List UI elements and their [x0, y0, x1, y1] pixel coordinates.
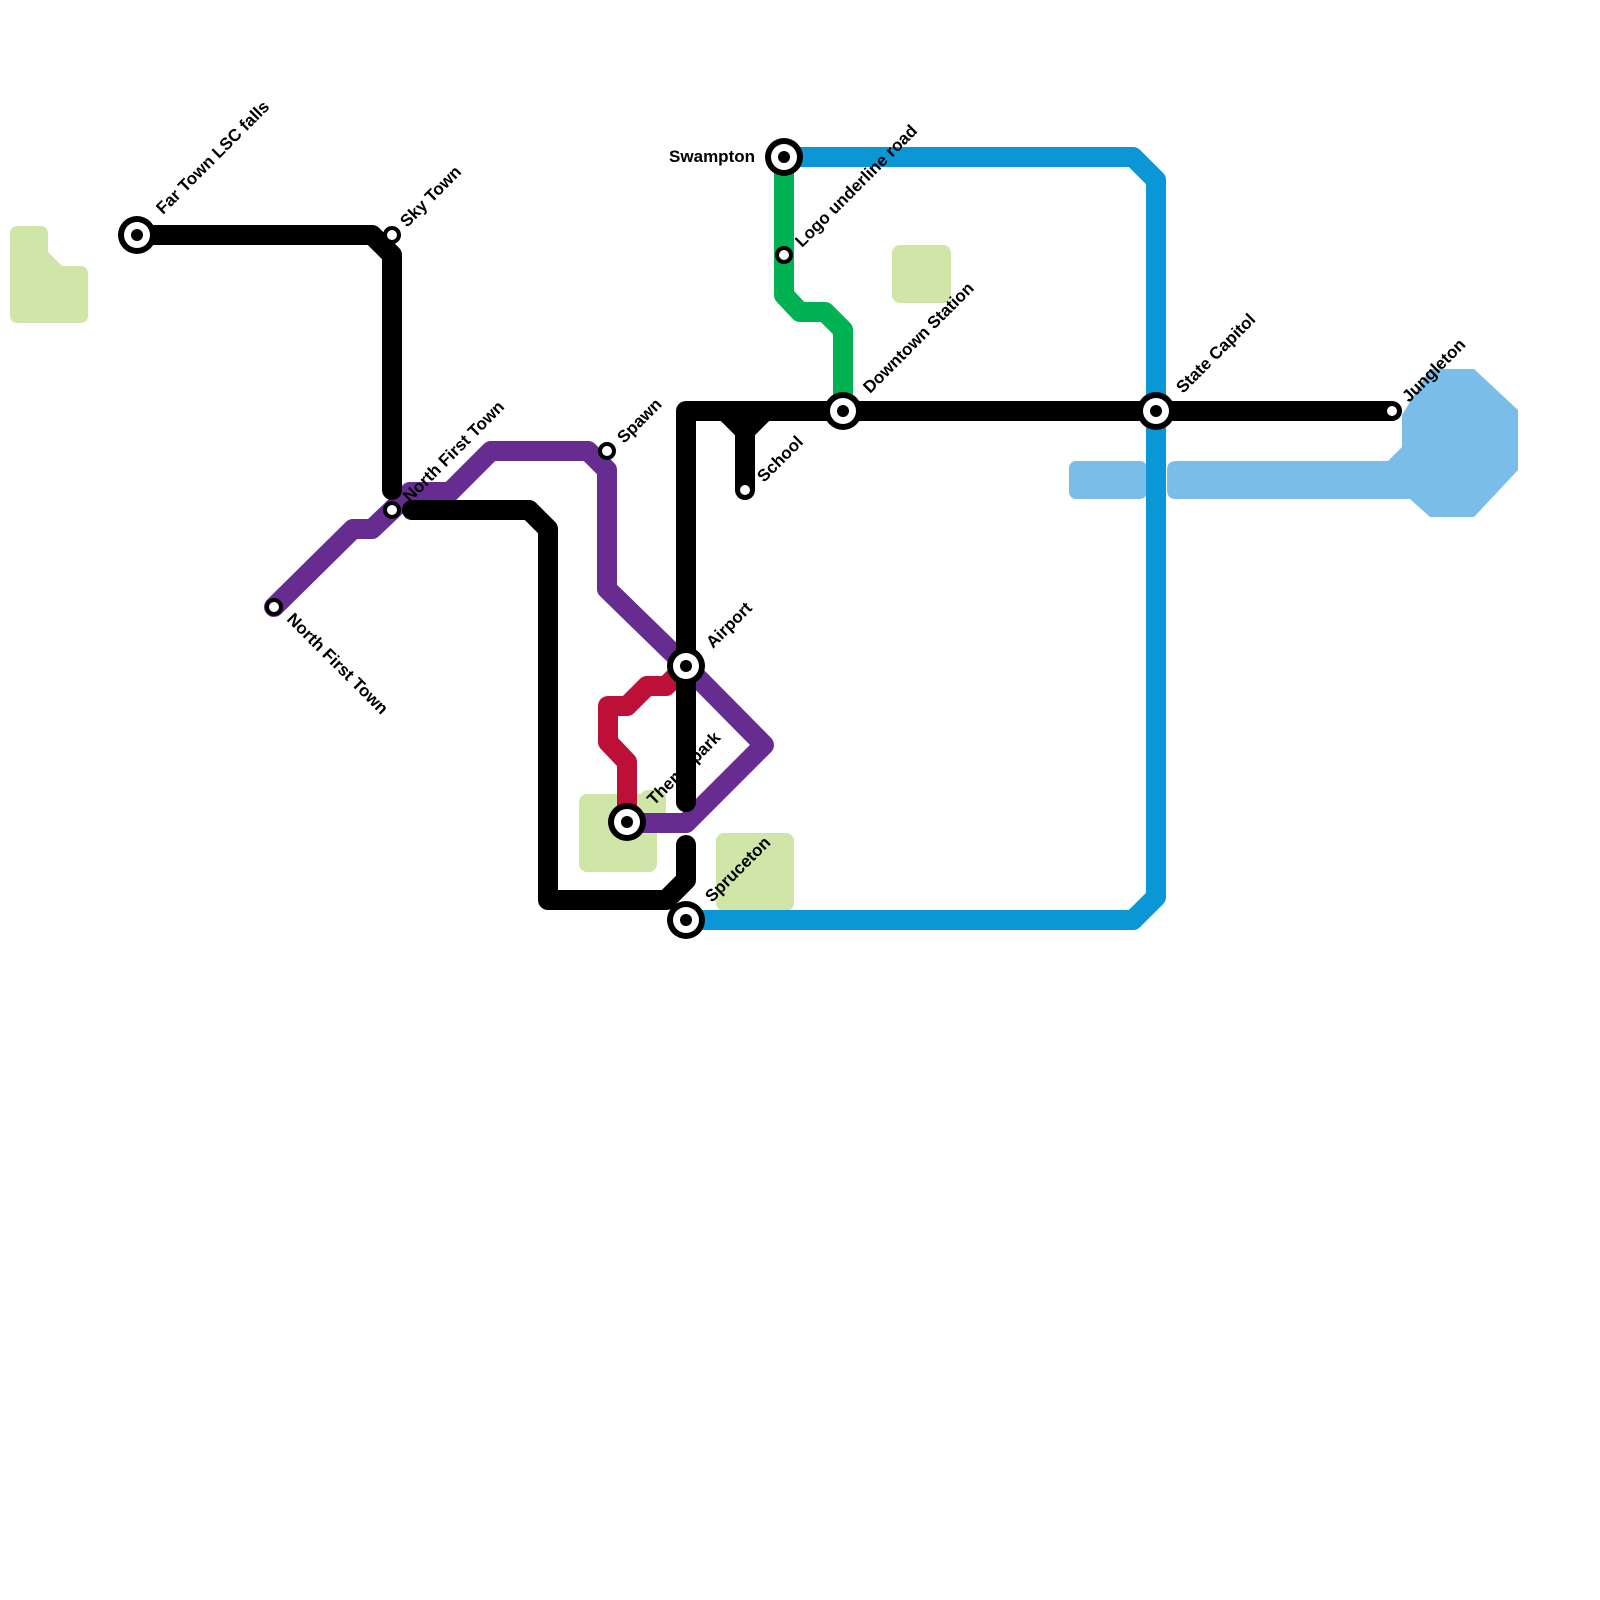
black-line: [715, 401, 775, 500]
station-label: School: [753, 432, 807, 486]
station-far-town[interactable]: [118, 216, 156, 254]
station-label: Spawn: [613, 395, 665, 447]
station-label: North First Town: [283, 609, 392, 718]
black-line: [402, 500, 696, 910]
red-line: [598, 656, 696, 832]
station-label: Airport: [702, 598, 756, 652]
green-line: [774, 147, 853, 421]
station-swampton[interactable]: [765, 138, 803, 176]
station-label: Sky Town: [396, 162, 465, 231]
black-line: [127, 225, 402, 500]
blue-line: [676, 147, 1166, 930]
station-downtown[interactable]: [824, 392, 862, 430]
water-bodies: [1069, 369, 1518, 517]
station-label: Far Town LSC falls: [152, 97, 273, 218]
purple-line: [264, 441, 774, 833]
park-area: [716, 833, 794, 911]
lines: [127, 147, 1402, 930]
water-area: [1069, 461, 1147, 499]
station-theme-park[interactable]: [608, 803, 646, 841]
park-area: [892, 245, 951, 303]
station-jungleton[interactable]: [1383, 402, 1401, 420]
park-area: [640, 790, 666, 818]
station-label: Logo underline road: [791, 121, 921, 251]
station-label: State Capitol: [1172, 310, 1259, 397]
station-spruceton[interactable]: [667, 901, 705, 939]
station-school[interactable]: [736, 481, 754, 499]
parks: [10, 226, 951, 911]
station-north-first-town[interactable]: [383, 501, 401, 519]
water-area: [1167, 369, 1518, 517]
stations: [118, 138, 1401, 939]
station-north-first-town-west[interactable]: [265, 598, 283, 616]
station-spawn[interactable]: [598, 442, 616, 460]
station-logo-underline-road[interactable]: [775, 246, 793, 264]
park-area: [10, 226, 88, 323]
station-state-capitol[interactable]: [1137, 392, 1175, 430]
station-label: Swampton: [669, 147, 755, 166]
station-labels: Far Town LSC falls Sky Town North First …: [152, 97, 1469, 906]
station-airport[interactable]: [667, 647, 705, 685]
station-sky-town[interactable]: [383, 226, 401, 244]
